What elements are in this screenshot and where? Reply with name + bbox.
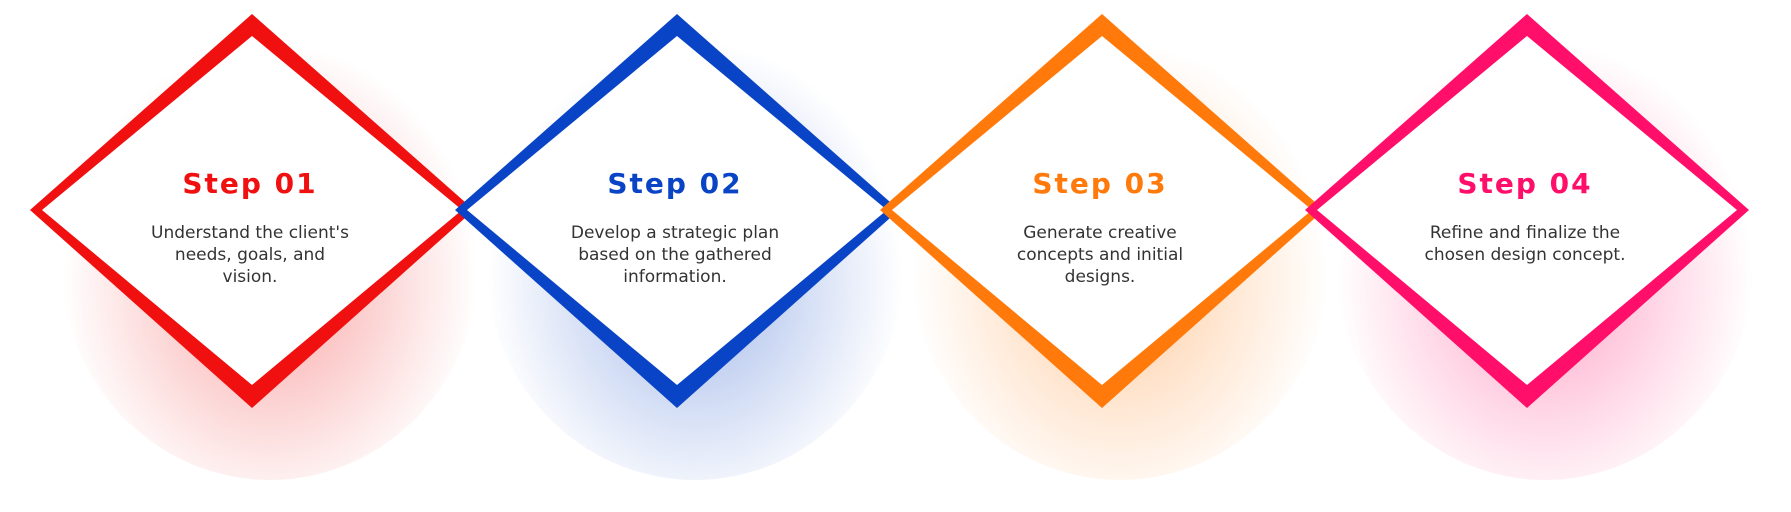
step-2-diamond-face xyxy=(467,36,887,385)
step-4-diamond-face xyxy=(1317,36,1737,385)
step-1-diamond xyxy=(30,14,474,408)
step-3-diamond xyxy=(880,14,1324,408)
step-3: Step 03 Generate creative concepts and i… xyxy=(880,0,1330,512)
step-4: Step 04 Refine and finalize the chosen d… xyxy=(1305,0,1755,512)
step-3-description: Generate creative concepts and initial d… xyxy=(1016,223,1184,287)
step-2-description: Develop a strategic plan based on the ga… xyxy=(570,223,780,287)
step-4-title: Step 04 xyxy=(1457,167,1593,200)
step-4-diamond xyxy=(1305,14,1749,408)
step-3-title: Step 03 xyxy=(1032,167,1168,200)
step-1: Step 01 Understand the client's needs, g… xyxy=(30,0,480,512)
step-1-description: Understand the client's needs, goals, an… xyxy=(151,223,349,287)
step-2-diamond xyxy=(455,14,899,408)
step-2: Step 02 Develop a strategic plan based o… xyxy=(455,0,905,512)
step-4-description: Refine and finalize the chosen design co… xyxy=(1424,223,1626,265)
step-1-diamond-face xyxy=(42,36,462,385)
step-3-diamond-face xyxy=(892,36,1312,385)
step-2-title: Step 02 xyxy=(607,167,743,200)
step-1-title: Step 01 xyxy=(182,167,318,200)
